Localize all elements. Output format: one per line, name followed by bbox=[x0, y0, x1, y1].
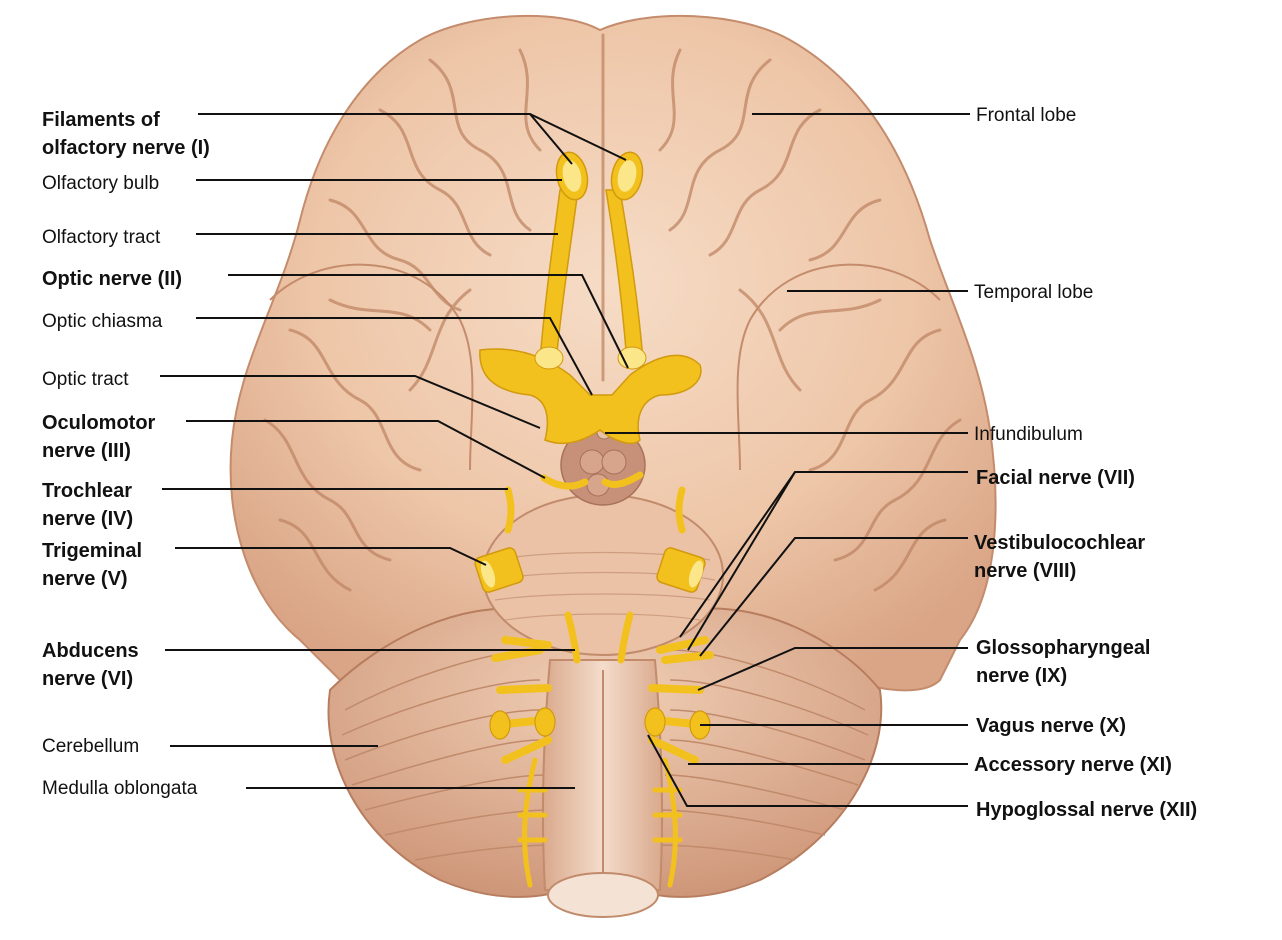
label-accessory: Accessory nerve (XI) bbox=[974, 754, 1172, 776]
olfactory-bulb-dots bbox=[562, 160, 637, 192]
label-medulla: Medulla oblongata bbox=[42, 778, 198, 799]
label-olfactory-tract: Olfactory tract bbox=[42, 227, 161, 248]
label-optic-chiasma: Optic chiasma bbox=[42, 311, 163, 332]
label-infundibulum: Infundibulum bbox=[974, 424, 1083, 445]
label-temporal-lobe: Temporal lobe bbox=[974, 282, 1094, 303]
label-facial: Facial nerve (VII) bbox=[976, 467, 1135, 489]
optic-chiasma bbox=[479, 348, 702, 444]
label-vagus: Vagus nerve (X) bbox=[976, 715, 1127, 737]
label-frontal-lobe: Frontal lobe bbox=[976, 105, 1077, 126]
label-optic-tract: Optic tract bbox=[42, 369, 129, 390]
label-optic-nerve: Optic nerve (II) bbox=[42, 268, 183, 290]
label-cerebellum: Cerebellum bbox=[42, 736, 140, 757]
label-olfactory-bulb: Olfactory bulb bbox=[42, 173, 160, 194]
label-hypoglossal: Hypoglossal nerve (XII) bbox=[976, 799, 1198, 821]
